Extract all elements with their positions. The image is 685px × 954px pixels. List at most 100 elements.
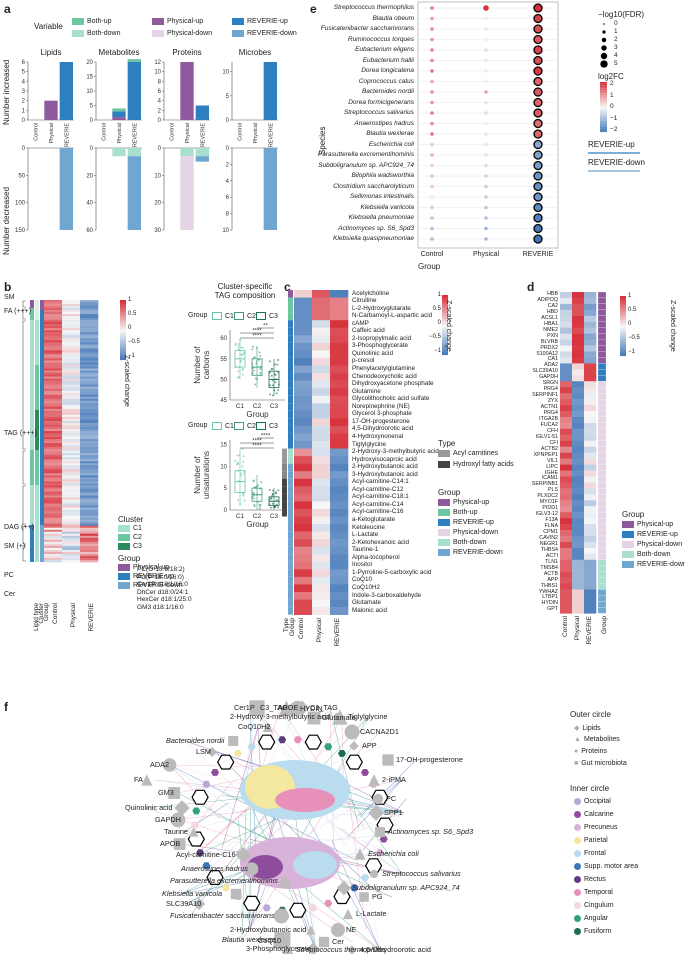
data-point xyxy=(271,368,273,370)
colorbar-segment xyxy=(620,317,626,319)
metabolite-label: Taurine-1 xyxy=(352,546,378,553)
legend-swatch xyxy=(72,30,84,37)
legend-item-physical_down: Physical-down xyxy=(152,30,212,37)
metabolite-label: Caffeic acid xyxy=(352,327,385,334)
heat-cell xyxy=(560,346,572,352)
group-cell xyxy=(598,298,606,304)
metabolite-label: Chenodeoxycholic acid xyxy=(352,373,417,380)
heat-cell xyxy=(330,350,348,358)
species-label: Actinomyces sp. S6_Spd3 xyxy=(300,225,414,232)
legend-label: C2 xyxy=(247,423,256,430)
group-cell xyxy=(598,494,606,500)
x-tick-label: C3 xyxy=(270,403,279,410)
node-label: Fusicatenibacter saccharivorans xyxy=(170,911,275,920)
heat-cell xyxy=(312,358,330,366)
legend-swatch xyxy=(622,551,634,558)
tag-group-label: Group xyxy=(188,312,207,319)
x-tick-label: C2 xyxy=(253,403,262,410)
heat-cell xyxy=(560,298,572,304)
dot xyxy=(484,27,488,31)
region-dot-icon xyxy=(574,798,581,805)
heat-cell xyxy=(330,426,348,434)
legend-label: REVERIE-up xyxy=(133,573,174,580)
data-point xyxy=(259,351,261,353)
dot xyxy=(534,162,542,170)
dot xyxy=(484,59,488,63)
region-dot-icon xyxy=(574,876,581,883)
dot xyxy=(534,78,542,86)
group-cell xyxy=(598,393,606,399)
heat-cell xyxy=(312,524,330,532)
data-point xyxy=(237,370,239,372)
heat-cell xyxy=(560,441,572,447)
heat-cell xyxy=(312,509,330,517)
metabolite-label: 3-Phosphoglycerate xyxy=(352,342,408,349)
metabolite-label: 17-OH-progesterone xyxy=(352,418,410,425)
heat-cell xyxy=(330,562,348,570)
heat-cell xyxy=(572,292,584,298)
group-cell xyxy=(598,429,606,435)
row-group-label: DAG (++) xyxy=(4,524,34,531)
group-cell xyxy=(598,459,606,465)
colorbar-segment xyxy=(600,110,607,111)
group-cell xyxy=(598,292,606,298)
metabolite-label: Hydroxyisocaproic acid xyxy=(352,456,417,463)
colorbar-segment xyxy=(600,120,607,121)
colorbar-segment xyxy=(620,332,626,334)
colorbar-segment xyxy=(600,95,607,96)
heat-cell xyxy=(312,343,330,351)
legend-swatch xyxy=(234,312,244,320)
heat-cell xyxy=(584,494,596,500)
data-point xyxy=(237,345,239,347)
legend-swatch xyxy=(118,564,130,571)
data-point xyxy=(242,374,244,376)
metabolite-label: a-Ketoglutarate xyxy=(352,516,395,523)
group-cell xyxy=(598,334,606,340)
legend-label: Frontal xyxy=(584,850,606,857)
node-label: PC xyxy=(386,794,396,803)
legend-label: Physical-up xyxy=(133,564,169,571)
metabolite-label: Dihydroxyacetone phosphate xyxy=(352,380,434,387)
size-legend-label: 1 xyxy=(614,28,618,35)
heat-cell xyxy=(584,554,596,560)
group-cell xyxy=(598,471,606,477)
heat-cell xyxy=(584,607,596,613)
subpanel-title: Lipids xyxy=(28,48,74,57)
dot xyxy=(430,111,434,115)
heat-cell xyxy=(312,471,330,479)
colorbar-segment xyxy=(620,299,626,301)
heat-cell xyxy=(572,328,584,334)
d-group-legend-title: Group xyxy=(622,510,644,519)
color-legend-tick: 1 xyxy=(610,92,614,99)
region-node xyxy=(218,755,234,769)
species-label: Dorea longicatena xyxy=(300,67,414,74)
inner-circle-title: Inner circle xyxy=(570,784,609,793)
dot xyxy=(534,141,542,149)
data-point xyxy=(269,489,271,491)
subpanel-title: Microbes xyxy=(232,48,278,57)
network-edge xyxy=(258,727,261,770)
tag-group-item: C2 xyxy=(234,312,256,320)
sig-label: ** xyxy=(263,324,268,330)
node-label: SPP1 xyxy=(384,808,403,817)
heat-cell xyxy=(560,369,572,375)
colorbar-segment xyxy=(600,86,607,87)
colorbar-segment xyxy=(620,343,626,345)
legend-item-reverie_down: REVERIE-down xyxy=(232,30,297,37)
colorbar-tick: −0.5 xyxy=(128,339,140,345)
colorbar-segment xyxy=(600,90,607,91)
node-label: Klebsiella variicola xyxy=(162,889,222,898)
colorbar-segment xyxy=(600,128,607,129)
species-label: Eubacterium eligens xyxy=(300,46,414,53)
outer-node xyxy=(373,794,383,804)
data-point xyxy=(277,389,279,391)
node-label: Subdoligranulum sp. APC924_74 xyxy=(352,883,460,892)
colorbar-segment xyxy=(600,113,607,114)
species-label: Bilophila wadsworthia xyxy=(300,172,414,179)
heat-cell xyxy=(560,292,572,298)
tag-group-item: C3 xyxy=(256,312,278,320)
row-group-label: Cer xyxy=(4,591,15,598)
heat-cell xyxy=(584,512,596,518)
heat-cell xyxy=(584,447,596,453)
